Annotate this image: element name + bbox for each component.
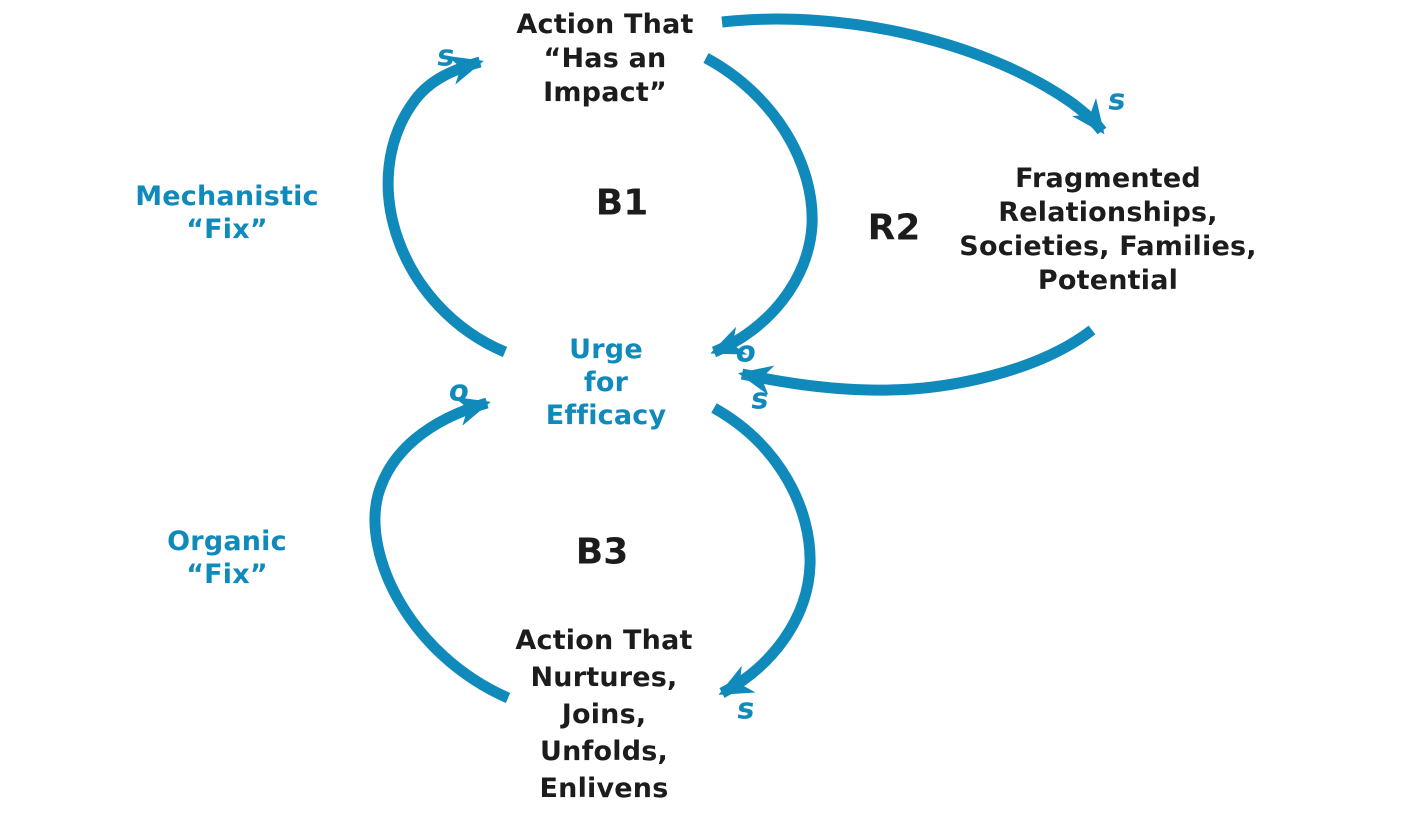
node-fragmented-relationships: Fragmented Relationships, Societies, Fam… xyxy=(959,163,1257,296)
polarity-o-action-to-urge: o xyxy=(733,334,759,369)
label-mechanistic-fix: Mechanistic “Fix” xyxy=(135,181,319,245)
arrow-nurtures-to-urge xyxy=(369,396,511,704)
loop-label-b3: B3 xyxy=(575,531,629,573)
loop-label-b1: B1 xyxy=(595,182,649,224)
label-organic-fix: Organic “Fix” xyxy=(167,526,287,590)
arrow-action-to-fragmented xyxy=(721,13,1107,135)
node-action-impact: Action That “Has an Impact” xyxy=(516,9,694,108)
arrow-urge-to-action xyxy=(382,55,508,358)
polarity-o-nurtures-to-urge: o xyxy=(446,373,472,408)
arrow-fragmented-to-urge xyxy=(738,325,1096,396)
node-urge-for-efficacy: Urge for Efficacy xyxy=(545,334,667,431)
node-action-nurtures: Action That Nurtures, Joins, Unfolds, En… xyxy=(515,625,693,804)
arrow-urge-to-nurtures xyxy=(711,403,816,698)
arrow-action-to-urge xyxy=(703,53,818,358)
loop-label-r2: R2 xyxy=(867,207,921,249)
